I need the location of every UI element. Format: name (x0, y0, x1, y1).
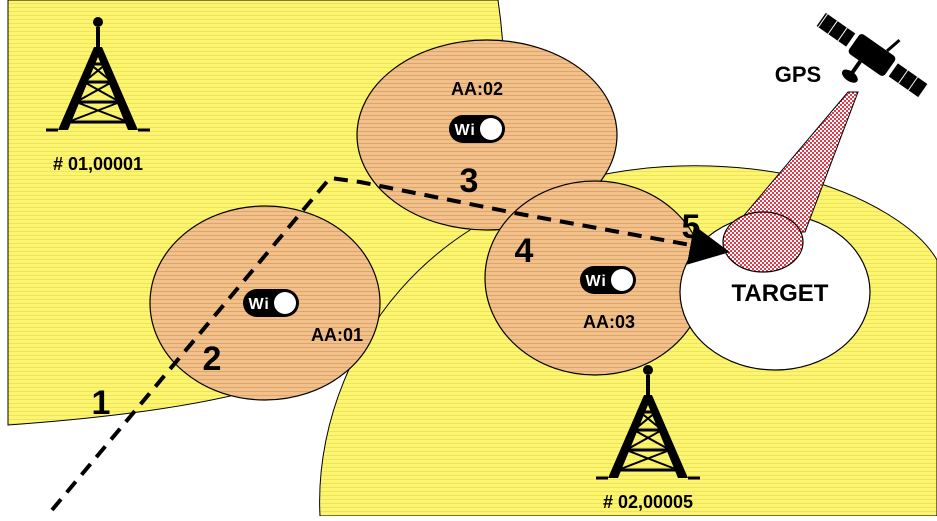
access-point-mac-label: AA:03 (583, 312, 635, 332)
gps-beam (728, 91, 859, 233)
step-number: 2 (203, 340, 222, 378)
cell-tower-icon (46, 17, 150, 132)
wifi-logo-icon: Wi Fi (580, 266, 636, 294)
access-point-mac-label: AA:01 (311, 325, 363, 345)
access-point-mac-label: AA:02 (451, 79, 503, 99)
gps-label: GPS (775, 62, 821, 87)
wifi-logo-text: Wi Fi (454, 122, 497, 139)
target-label: TARGET (732, 280, 829, 307)
tower-id-label: # 02,00005 (603, 492, 693, 512)
step-number: 4 (515, 232, 534, 270)
step-number: 5 (682, 208, 701, 246)
wifi-logo-text: Wi Fi (248, 296, 291, 313)
step-number: 3 (460, 162, 479, 200)
satellite-icon (816, 12, 928, 98)
step-number: 1 (92, 384, 111, 422)
gps-footprint (722, 211, 804, 273)
wifi-logo-text: Wi Fi (585, 273, 628, 290)
wifi-logo-icon: Wi Fi (243, 289, 299, 317)
cell-tower-icon (596, 365, 700, 480)
tower-id-label: # 01,00001 (53, 154, 143, 174)
movement-path (50, 175, 730, 512)
wifi-logo-icon: Wi Fi (449, 115, 505, 143)
